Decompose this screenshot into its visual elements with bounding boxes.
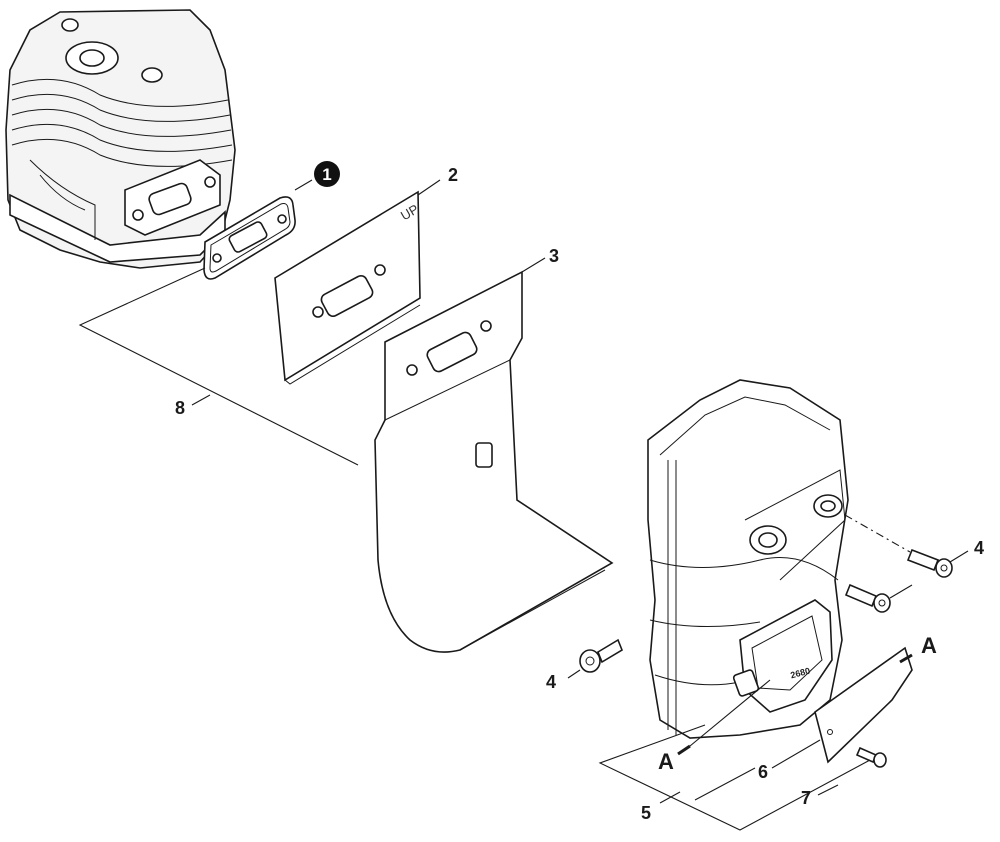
screw-middle-right [844,583,891,613]
callout-8: 8 [175,398,185,418]
callout-5: 5 [641,803,651,823]
leader-lines [78,179,969,831]
section-marker-a-top: A [921,633,937,658]
spark-arrester-cover-part [814,646,913,764]
callout-6: 6 [758,762,768,782]
screw-left [579,638,623,673]
heat-shield-plate-part [274,190,421,385]
callout-4-left: 4 [546,672,556,692]
callout-2: 2 [448,165,458,185]
callout-badge-1 [314,161,340,187]
deflector-shield-part [374,270,614,653]
callout-4-right: 4 [974,538,984,558]
cover-screw-part [855,746,887,768]
cylinder-part [5,9,236,269]
section-marker-a-bottom: A [658,749,674,774]
exhaust-gasket-part [203,196,296,280]
muffler-part [647,379,849,739]
callout-1: 1 [322,165,331,184]
callout-7: 7 [801,788,811,808]
callout-3: 3 [549,246,559,266]
screw-upper-right [906,548,953,578]
